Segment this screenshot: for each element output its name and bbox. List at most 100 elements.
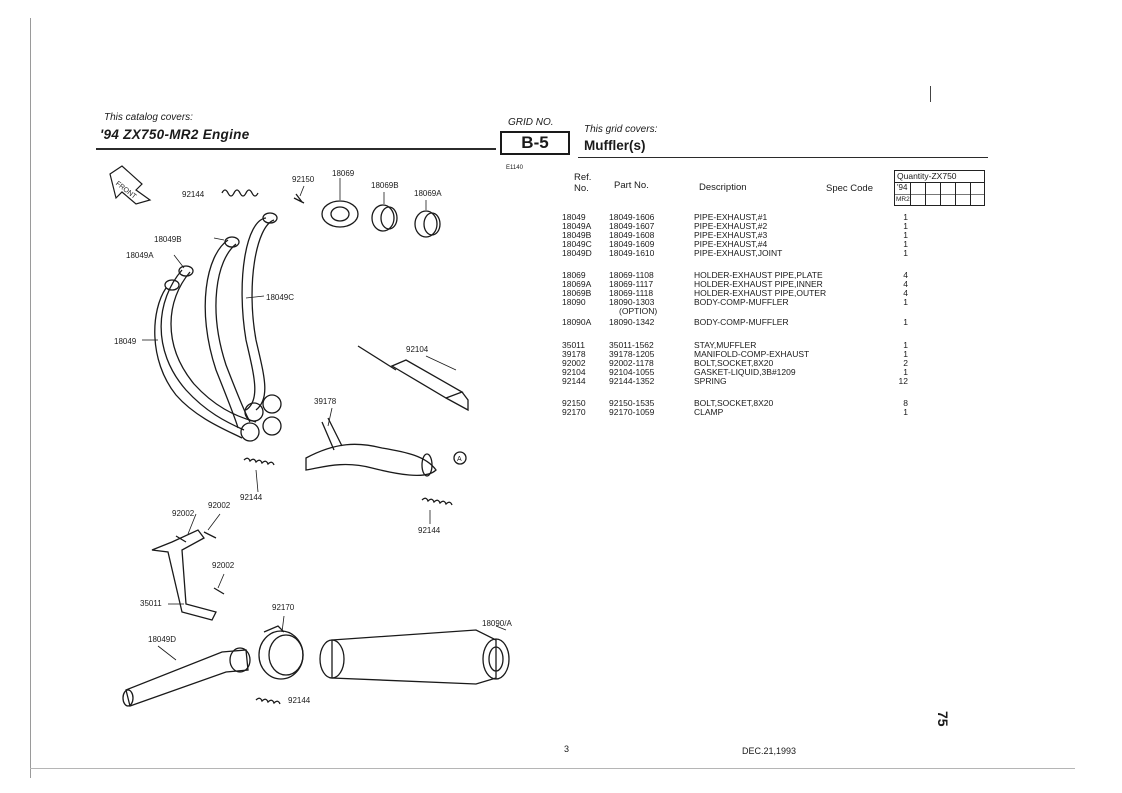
gasket-tube-icon [357,345,469,412]
part-no-option: (OPTION) [619,306,658,316]
grid-label: GRID NO. [508,117,554,128]
ref-header-line1: Ref. [574,172,592,183]
quantity: 4 [903,279,908,289]
spring-icon [255,697,281,705]
description: MANIFOLD-COMP-EXHAUST [694,349,810,359]
ref-no: 92104 [562,367,586,377]
callout-92144: 92144 [418,526,441,535]
scan-tick-mark [930,86,931,102]
description: GASKET-LIQUID,3B#1209 [694,367,796,377]
scan-edge-left [30,18,31,778]
quantity: 1 [903,230,908,240]
small-code: E1140 [506,165,523,171]
header-rule-right [578,157,988,158]
flange-plate-icon [321,200,359,228]
revision-date: DEC.21,1993 [742,746,797,756]
quantity: 1 [903,407,908,417]
quantity: 4 [903,270,908,280]
page-number: 75 [935,711,951,727]
ref-no: 92002 [562,358,586,368]
quantity-box-divider [940,182,941,206]
ref-no: 92170 [562,407,586,417]
callout-92144: 92144 [288,696,311,705]
part-no: 18049-1610 [609,248,655,258]
spring-icon [421,497,453,506]
bolt-icon [293,193,305,204]
description: BOLT,SOCKET,8X20 [694,358,774,368]
part-no: 92144-1352 [609,376,655,386]
ref-no: 18049B [562,230,592,240]
part-no: 92104-1055 [609,367,655,377]
quantity: 1 [903,248,908,258]
quantity: 1 [903,349,908,359]
quantity: 4 [903,288,908,298]
description: PIPE-EXHAUST,JOINT [694,248,783,258]
description: STAY,MUFFLER [694,340,757,350]
clamp-icon [258,625,304,680]
quantity-header-box: Quantity-ZX750 '94 MR2 [894,170,985,206]
ref-no: 92144 [562,376,586,386]
description: BODY-COMP-MUFFLER [694,297,789,307]
quantity-header-title: Quantity-ZX750 [897,171,957,181]
ref-no: 18049A [562,221,592,231]
quantity-box-line [895,182,984,183]
quantity: 1 [903,297,908,307]
part-no: 18049-1608 [609,230,655,240]
description: PIPE-EXHAUST,#1 [694,212,768,222]
callout-92144: 92144 [240,493,263,502]
part-no: 18090-1303 [609,297,655,307]
callout-92104: 92104 [406,345,429,354]
ref-header: Ref. No. [574,172,591,194]
leader-lines [142,178,507,661]
part-no: 18069-1118 [609,288,654,298]
circle-a-label: A [457,456,462,463]
grid-title: Muffler(s) [584,138,646,153]
sheet-number: 3 [564,744,570,754]
quantity: 1 [903,221,908,231]
manifold-collector-icon [305,417,437,477]
ref-no: 18069B [562,288,592,298]
quantity-box-divider [925,182,926,206]
ref-no: 18069 [562,270,586,280]
scan-edge-bottom [30,768,1075,769]
reference-circle-a-icon [453,451,467,465]
grid-caption: This grid covers: [584,124,658,135]
part-no: 18069-1117 [609,279,654,289]
header-rule-left [96,148,496,150]
callout-18049d: 18049D [148,635,176,644]
description: HOLDER-EXHAUST PIPE,INNER [694,279,823,289]
ref-no: 18090 [562,297,586,307]
part-no: 18049-1607 [609,221,655,231]
callout-35011: 35011 [140,599,162,608]
callout-92170: 92170 [272,603,295,612]
quantity-year: '94 [897,183,908,192]
holder-inner-inner-icon [423,212,441,236]
callout-18049c: 18049C [266,293,294,302]
part-no: 92002-1178 [609,358,654,368]
quantity-box-divider [955,182,956,206]
part-no: 92170-1059 [609,407,655,417]
bolt-icon [175,531,225,595]
ref-no: 92150 [562,398,586,408]
callout-18069a: 18069A [414,189,442,198]
callout-18090a: 18090/A [482,619,512,628]
holder-inner-icon [414,210,438,238]
part-no: 35011-1562 [609,340,654,350]
callout-18049b: 18049B [154,235,182,244]
part-no: 18090-1342 [609,317,655,327]
ref-no: 18049C [562,239,592,249]
quantity: 1 [903,212,908,222]
description-header: Description [699,182,747,193]
callout-18049: 18049 [114,337,137,346]
ref-no: 18090A [562,317,592,327]
ref-no: 39178 [562,349,586,359]
callout-92150: 92150 [292,175,315,184]
holder-outer-icon [371,204,395,232]
quantity-box-divider [970,182,971,206]
description: PIPE-EXHAUST,#2 [694,221,768,231]
quantity-box-line [895,194,984,195]
description: PIPE-EXHAUST,#3 [694,230,768,240]
diagram-svg: FRONT 92144 92150 18069 18069B 18069A 18… [109,165,512,707]
quantity: 1 [903,317,908,327]
quantity: 12 [898,376,908,386]
